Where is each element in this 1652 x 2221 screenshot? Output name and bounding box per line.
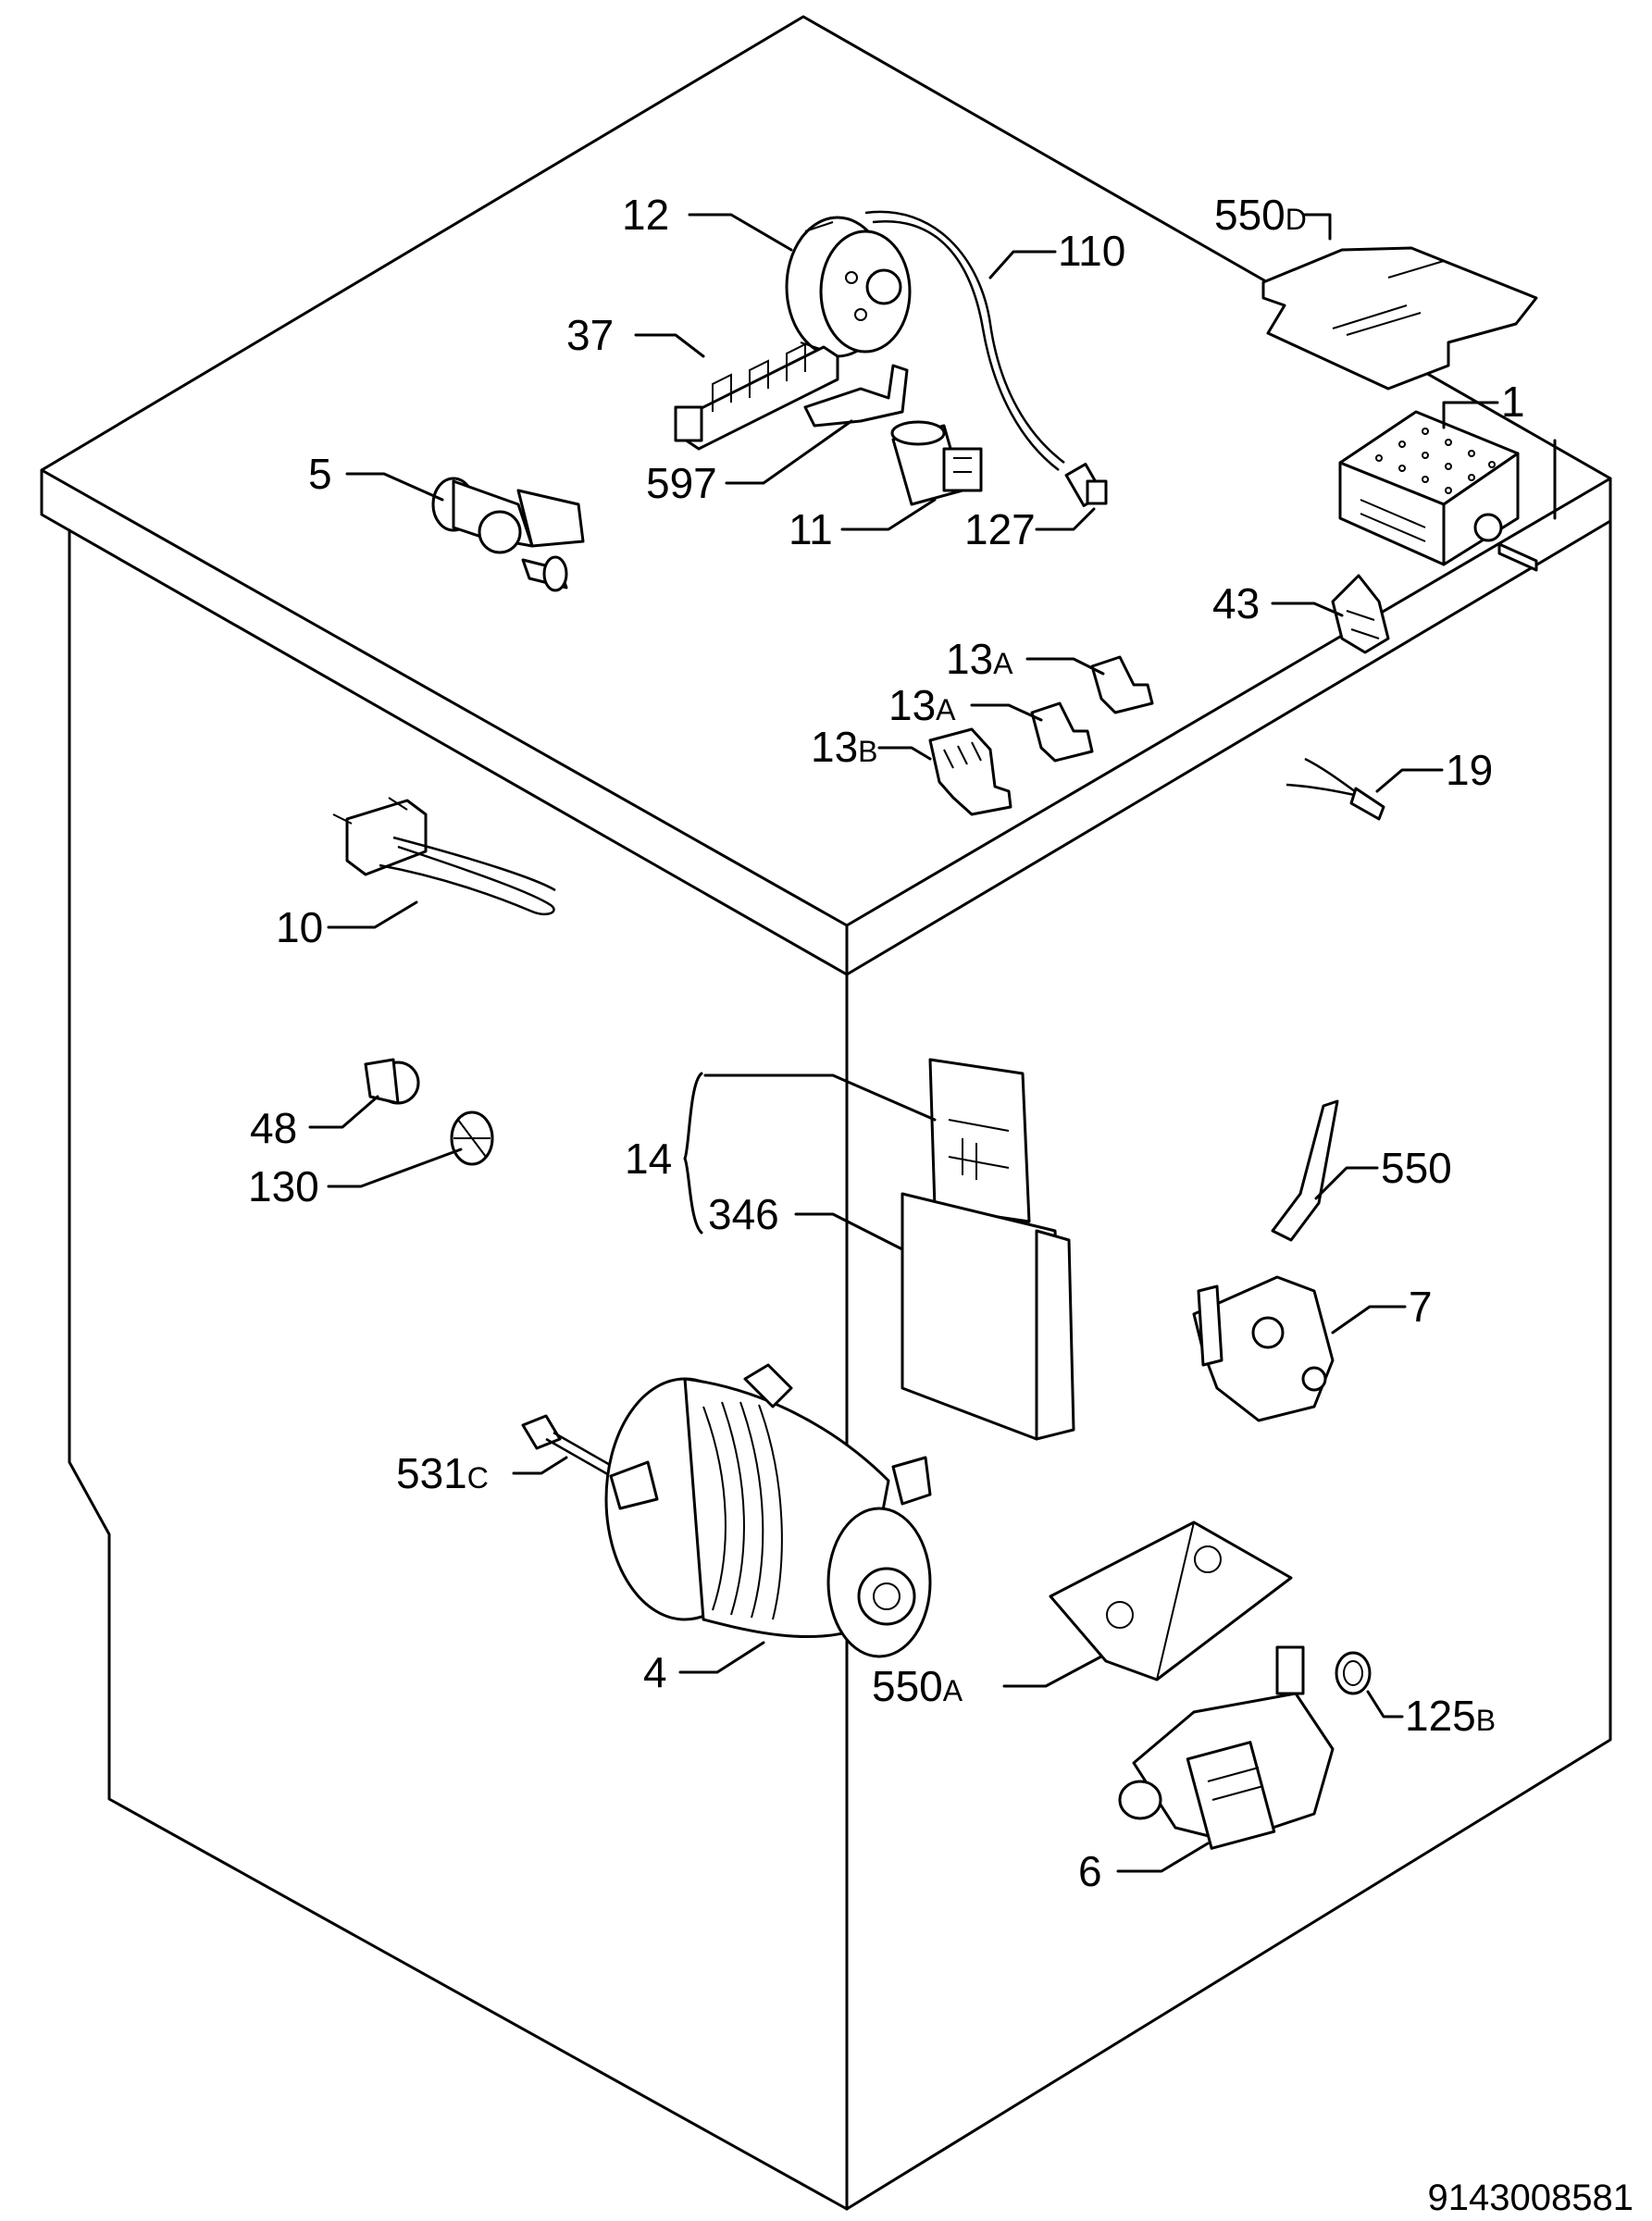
callout-number: 14 [625,1135,672,1183]
callout-13b: 13B [811,723,878,771]
callout-number: 127 [964,505,1036,553]
callout-550a: 550A [872,1662,963,1710]
callout-number: 13 [811,723,858,771]
clamp-part [803,364,909,428]
drain-pump-part [1118,1645,1372,1850]
callout-7: 7 [1409,1283,1433,1331]
callout-labels: 12 110 550D 1 37 597 11 127 5 43 13A 13A… [248,191,1525,1895]
callout-number: 346 [708,1190,779,1238]
callout-37: 37 [566,311,614,359]
callout-number: 4 [643,1648,667,1696]
callout-11: 11 [789,505,833,553]
pressure-switch-part [785,210,1065,471]
callout-346: 346 [708,1190,779,1238]
callout-suffix: A [943,1674,963,1707]
callout-number: 550 [1214,191,1286,239]
callout-suffix: B [1476,1704,1496,1737]
callout-number: 5 [308,450,332,498]
callout-number: 7 [1409,1283,1433,1331]
callout-130: 130 [248,1162,319,1210]
callout-number: 531 [396,1449,467,1497]
callout-number: 1 [1501,378,1525,426]
callout-number: 6 [1078,1847,1102,1895]
callout-number: 13 [946,635,993,683]
heating-element-part [332,797,556,916]
callout-number: 48 [250,1104,297,1152]
callout-43: 43 [1212,579,1260,627]
callout-127: 127 [964,505,1036,553]
callout-number: 43 [1212,579,1260,627]
door-switch-part [1331,574,1390,654]
callout-number: 13 [888,681,936,729]
callout-number: 19 [1446,746,1493,794]
motor-part [604,1363,932,1658]
callout-125b: 125B [1405,1692,1496,1740]
door-lock-part [1192,1099,1339,1422]
callout-number: 10 [276,903,323,951]
wedge-pad-part [1049,1520,1293,1681]
knob-part [450,1110,494,1166]
cover-plate-part [1261,246,1538,391]
callout-number: 550 [872,1662,943,1710]
callout-number: 125 [1405,1692,1476,1740]
callout-13a-upper: 13A [946,635,1013,683]
callout-6: 6 [1078,1847,1102,1895]
callout-number: 110 [1058,227,1125,275]
callout-number: 550 [1381,1144,1452,1192]
callout-19: 19 [1446,746,1493,794]
callout-550d: 550D [1214,191,1307,239]
terminal-block-part [674,342,839,451]
callout-5: 5 [308,450,332,498]
callout-597: 597 [646,459,717,507]
callout-suffix: C [467,1461,489,1495]
detergent-drawer-part [901,1058,1075,1441]
callout-110: 110 [1058,227,1125,275]
callout-suffix: A [936,693,956,726]
callout-number: 130 [248,1162,319,1210]
bolt-part [521,1414,619,1478]
drawing-number: 9143008581 [1428,2178,1633,2218]
capacitor-part [890,420,983,506]
callout-14: 14 [625,1135,672,1183]
callout-number: 11 [789,505,833,553]
callout-1: 1 [1501,378,1525,426]
callout-suffix: A [993,647,1013,680]
water-valve-part [431,477,585,592]
callout-48: 48 [250,1104,297,1152]
callout-number: 12 [622,191,669,239]
timer-part [1338,410,1538,572]
callout-531c: 531C [396,1449,489,1497]
thermostat-part [364,1058,420,1105]
leader-lines [308,213,1499,1873]
hose-connector-part [1064,463,1108,507]
callout-4: 4 [643,1648,667,1696]
callout-12: 12 [622,191,669,239]
callout-suffix: D [1286,203,1307,236]
callout-number: 597 [646,459,717,507]
callout-550: 550 [1381,1144,1452,1192]
connector-parts [928,655,1154,816]
callout-suffix: B [858,735,877,768]
temperature-sensor-part [1286,757,1385,821]
callout-10: 10 [276,903,323,951]
callout-13a-lower: 13A [888,681,956,729]
callout-number: 37 [566,311,614,359]
